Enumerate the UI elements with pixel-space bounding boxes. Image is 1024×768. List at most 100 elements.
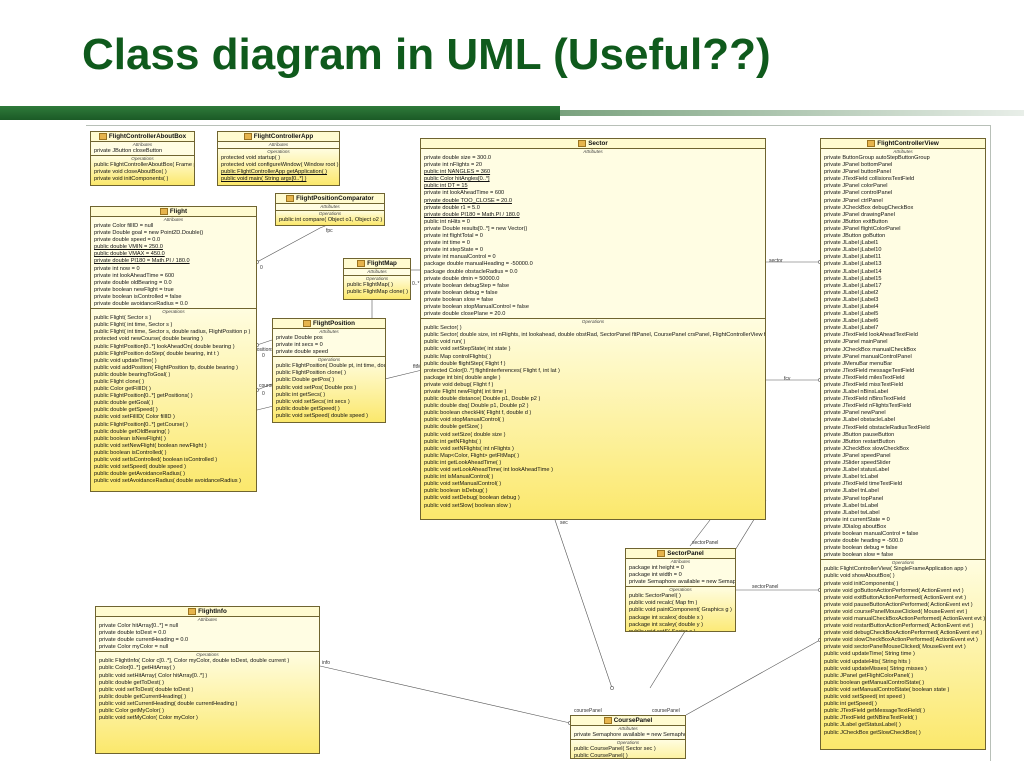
attribute-row: private double PI180 = Math.PI / 180.0 (94, 258, 190, 265)
attribute-row: private JCheckBox manualCheckBox (824, 346, 917, 353)
operations-heading: Operations (318, 211, 342, 216)
operation-row: public FlightMap clone( ) (347, 289, 408, 296)
class-icon (303, 319, 311, 327)
attribute-row: private double size = 300.0 (424, 155, 492, 161)
label-positions: positions (254, 347, 274, 353)
operations-heading: Operations (162, 309, 185, 315)
operation-row: public int compare( Object o1, Object o2… (279, 217, 383, 223)
attribute-row: private boolean manualControl = false (824, 530, 919, 537)
operation-row: public boolean isControlled( ) (94, 449, 167, 456)
attributes-heading: Attributes (583, 149, 603, 154)
attributes-heading: Attributes (132, 142, 153, 147)
operation-row: private void slowCheckBoxActionPerformed… (824, 637, 978, 644)
attribute-row: private double avoidanceRadius = 0.0 (94, 301, 188, 308)
operation-row: public Color[0..*] getHitArray( ) (99, 665, 175, 672)
attribute-row: private JLabel jLabel4 (824, 303, 879, 310)
operation-row: public void setSecs( int secs ) (276, 398, 350, 405)
attributes-heading: Attributes (367, 269, 387, 274)
operation-row: public boolean isDebug( ) (424, 488, 488, 495)
attribute-row: private JLabel jLabel15 (824, 275, 882, 282)
operation-row: private void debug( Flight f ) (424, 381, 494, 388)
operation-row: public void setMyColor( Color myColor ) (99, 715, 198, 722)
attribute-row: private JLabel tnLabel (824, 488, 879, 495)
operation-row: public double distance( Double p1, Doubl… (424, 396, 541, 403)
attribute-row: private boolean stopManualControl = fals… (424, 303, 529, 310)
operation-row: public int getSpeed( ) (824, 701, 877, 708)
attribute-row: package int height = 0 (629, 565, 684, 571)
attribute-row: private JPanel drawingPanel (824, 211, 895, 218)
attribute-row: private JPanel manualControlPanel (824, 353, 912, 360)
attribute-row: private JPanel speedPanel (824, 452, 891, 459)
attribute-row: private Double goal = new Point2D.Double… (94, 230, 204, 237)
operation-row: public double bearingToGoal( ) (94, 371, 171, 378)
operation-row: public void setSpeed( double speed ) (94, 464, 187, 471)
class-icon (657, 549, 666, 557)
operation-row: public double dsq( Double p1, Double p2 … (424, 403, 529, 410)
attribute-row: private JButton exitButton (824, 218, 888, 225)
label-coursepanel-left: coursePanel (574, 708, 602, 714)
operation-row: private void coursePanelMouseClicked( Mo… (824, 608, 968, 615)
operation-row: public double getAvoidanceRadius( ) (94, 471, 186, 478)
operations-heading: Operations (267, 149, 290, 154)
attribute-row: private JPanel controlPanel (824, 190, 893, 197)
operation-row: public boolean isNewFlight( ) (94, 435, 166, 442)
attribute-row: private JLabel jLabel17 (824, 282, 882, 289)
attribute-row: private JSlider speedSlider (824, 460, 891, 467)
attribute-row: private JLabel jLabel6 (824, 318, 879, 325)
operation-row: public void setManualControl( ) (424, 481, 502, 488)
attribute-row: private Color myColor = null (99, 644, 169, 651)
attribute-row: private JTextField nBinsTextField (824, 396, 906, 403)
operation-row: public FlightPosition[0..*] lookAheadOn(… (94, 343, 235, 350)
operation-row: public Flight( int time, Sector s ) (94, 322, 173, 329)
attribute-row: private JButton closeButton (94, 148, 163, 154)
attribute-row: private JMenuBar menuBar (824, 360, 893, 367)
attribute-row: private JPanel buttonPanel (824, 169, 891, 176)
class-icon (603, 716, 612, 724)
attribute-row: private double TOO_CLOSE = 20.0 (424, 197, 512, 204)
class-name: FlightMap (344, 259, 410, 269)
attribute-row: private JLabel nBinsLabel (824, 389, 889, 396)
attribute-row: private int now = 0 (94, 265, 140, 272)
attribute-row: private int lookAheadTime = 600 (94, 272, 175, 279)
attribute-row: private int flightTotal = 0 (424, 233, 483, 240)
attributes-heading: Attributes (268, 142, 289, 147)
operation-row: public FlightPosition doStep( double bea… (94, 350, 220, 357)
operations-heading: Operations (131, 156, 154, 162)
operation-row: public Double getPos( ) (276, 377, 335, 384)
attribute-row: private boolean debug = false (824, 545, 898, 552)
operation-row: public SectorPanel( ) (629, 593, 681, 600)
operation-row: public Flight( Sector s ) (94, 315, 152, 322)
uml-diagram-area (86, 125, 991, 761)
attribute-row: public int nHits = 0 (424, 218, 470, 225)
operation-row: public Flight clone( ) (94, 378, 145, 385)
operation-row: public FlightPosition[0..*] getCourse( ) (94, 421, 188, 428)
operations-heading: Operations (669, 587, 692, 593)
attributes-heading: Attributes (320, 204, 340, 209)
attribute-row: private JTextField timeTextField (824, 481, 903, 488)
attributes-heading: Attributes (893, 149, 913, 154)
operation-row: public Map<Color, Flight> getFltMap( ) (424, 452, 520, 459)
operation-row: private void goButtonActionPerformed( Ac… (824, 587, 964, 594)
class-name: CoursePanel (571, 716, 685, 726)
attribute-row: private JPanel colorPanel (824, 183, 888, 190)
operation-row: public FlightControllerView( SingleFrame… (824, 566, 967, 573)
attribute-row: private double currentHeading = 0.0 (99, 637, 189, 644)
attribute-row: private double closePlane = 20.0 (424, 311, 506, 318)
attribute-row: private JLabel jLabel11 (824, 254, 882, 261)
class-icon (286, 194, 295, 202)
operations-heading: Operations (616, 740, 640, 746)
